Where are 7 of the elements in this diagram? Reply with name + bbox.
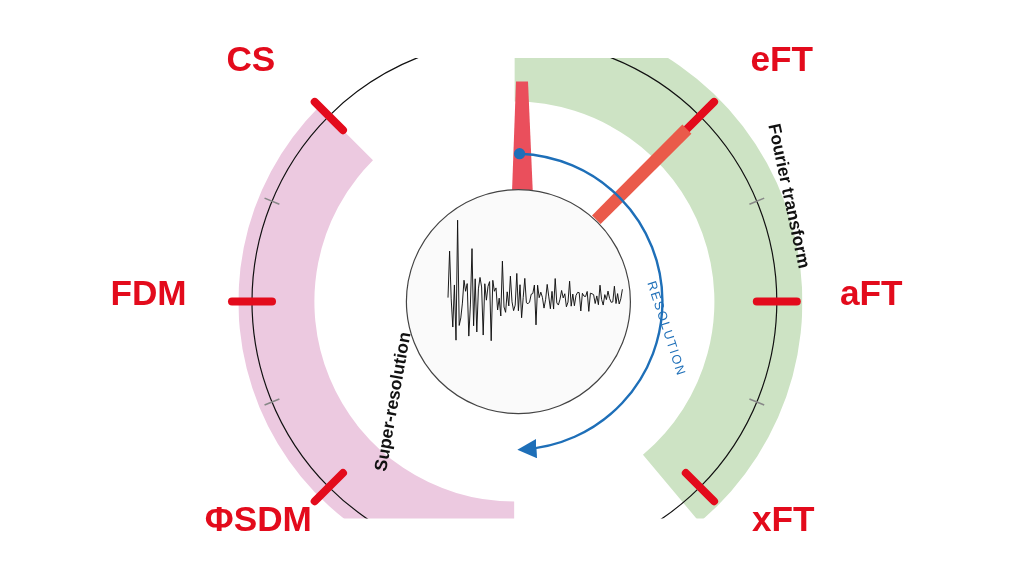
- method-label: aFT: [840, 275, 903, 311]
- method-label: CS: [226, 41, 276, 77]
- method-label: FDM: [110, 275, 187, 311]
- method-label: xFT: [752, 501, 815, 537]
- method-label: eFT: [750, 41, 813, 77]
- method-label: ΦSDM: [204, 501, 312, 537]
- band-label: Fourier transform: [763, 121, 815, 271]
